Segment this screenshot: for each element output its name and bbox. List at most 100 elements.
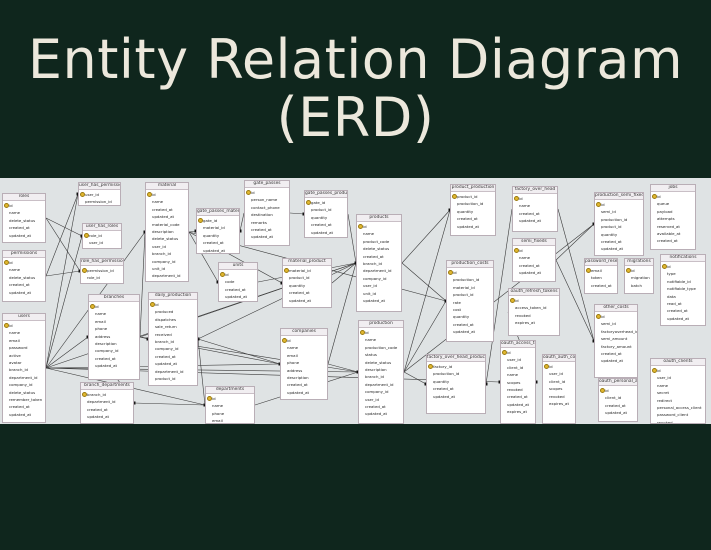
table-title: password_resets [585,259,617,266]
table-field: name [9,330,21,336]
table-field: delete_status [9,389,36,395]
table-field: address [95,333,111,339]
relation-line-permissions-user-has-permissions [45,193,79,277]
table-field: updated_at [365,411,388,417]
table-field: payload [657,208,673,214]
table-field: updated_at [287,389,310,395]
table-field: remember_token [9,397,43,403]
table-field: client_id [549,378,566,384]
table-field: product_id [155,376,176,382]
table-field: product_id [601,224,622,230]
table-title: units [219,263,257,270]
relation-line-material-units [188,231,219,283]
table-field: branch_id [365,374,385,380]
table-field: created_at [311,222,332,228]
table-field: delete_status [152,236,179,242]
table-field: id [631,268,635,273]
table-field: name [152,199,164,205]
table-field: id [212,396,216,401]
primary-key-icon [514,195,519,201]
table-field: description [152,229,174,235]
relation-line-users-branches [45,336,89,369]
table-field: unit_id [363,290,377,296]
table-field: name [365,337,377,343]
table-title: role_has_permissions [81,259,123,266]
table-field: updated_at [311,229,334,235]
table-field: product_id [289,275,310,281]
table-field: notifiable_id [667,278,691,284]
primary-key-icon [150,301,155,307]
table-gate-passes-material: gate_passes_materialgate_idmaterial_idqu… [196,208,240,254]
table-field: user_id [657,375,671,381]
table-field: person_name [251,197,278,203]
primary-key-icon [510,297,515,303]
table-field: department_id [87,399,116,405]
table-field: role_id [89,233,102,238]
table-field: semi_id [601,321,616,327]
relation-line-users-user-has-roles [45,235,83,369]
table-field: gate_id [311,200,326,205]
table-oauth-access-tokens: oauth_access_tokensiduser_idclient_idnam… [500,340,536,424]
table-title: material_product [283,259,331,266]
table-field: updated_at [155,361,178,367]
table-field: updated_at [289,297,312,303]
table-field: id [657,194,661,199]
table-factory-over-head-production: factory_over_head_productionfactory_idpr… [426,354,486,414]
primary-key-icon [652,193,657,199]
table-field: id [251,190,255,195]
primary-key-icon [198,217,203,223]
table-field: user_id [89,240,103,246]
table-field: id [601,202,605,207]
primary-key-icon [596,313,601,319]
table-field: created_at [453,321,474,327]
table-field: factoryoverhead_id [601,328,637,334]
table-field: id [519,196,523,201]
table-title: gate_passes_product [305,191,347,198]
table-field: updated_at [95,363,118,369]
table-field: received [155,331,172,337]
table-title: daily_production [149,293,197,300]
table-title: gate_passes [245,181,289,188]
table-field: delete_status [9,274,36,280]
relation-endpoint [484,382,488,386]
table-field: name [657,382,669,388]
table-field: name [519,255,531,261]
table-field: created_at [457,216,478,222]
table-field: created_at [605,402,626,408]
table-field: created_at [363,253,384,259]
table-title: roles [3,194,45,201]
table-field: production_id [457,201,484,207]
table-field: id [225,272,229,277]
table-field: created_at [9,404,30,410]
relation-line-gate-passes-product-products [347,213,357,264]
table-field: created_at [251,227,272,233]
table-field: created_at [433,386,454,392]
relation-line-production-production-costs [403,300,447,373]
table-field: created_at [95,355,116,361]
table-field: created_at [601,239,622,245]
table-field: delete_status [9,217,36,223]
table-field: factory_id [433,364,453,369]
table-field: description [365,367,387,373]
relation-line-factory-over-head-factory-over-head-production [485,208,513,385]
table-field: company_id [9,382,33,388]
table-field: reserved_at [657,223,680,229]
title-line-1: Entity Relation Diagram [27,28,684,91]
